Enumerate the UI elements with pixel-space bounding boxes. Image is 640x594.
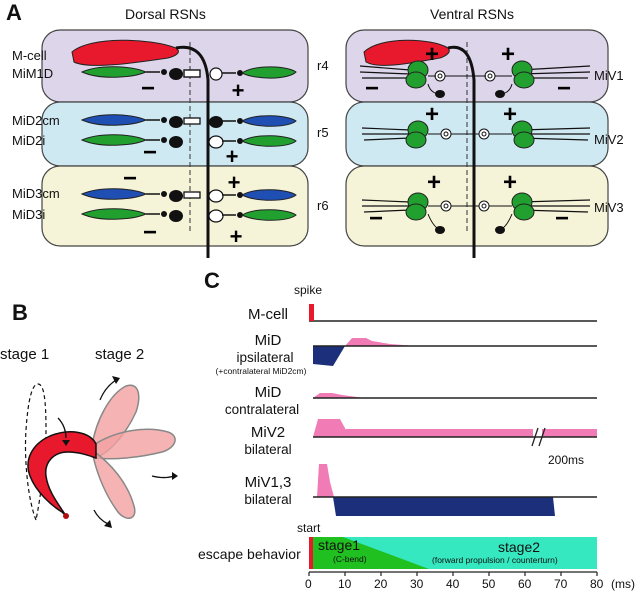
label-r4: r4 [317, 58, 329, 73]
svg-text:−: − [365, 75, 379, 102]
tick-30: 30 [410, 577, 424, 591]
panel-b-letter: B [12, 300, 28, 325]
mcell-left [71, 39, 179, 66]
tick-60: 60 [518, 577, 532, 591]
stage1-bar-label: stage1 [318, 537, 361, 553]
mcell-spike [309, 304, 314, 321]
mcell-right [363, 39, 450, 66]
fish-illustration [24, 376, 178, 528]
axis-unit: (ms) [611, 577, 635, 591]
svg-text:+: + [232, 78, 245, 103]
start-marker [309, 537, 313, 569]
svg-text:+: + [501, 41, 515, 68]
panel-c-letter: C [204, 268, 220, 293]
mid-ipsi-inhibit [313, 346, 345, 366]
label-mid2i: MiD2i [12, 133, 46, 148]
row-mid-ipsi-note: (+contralateral MiD2cm) [215, 366, 307, 376]
stage1-label: stage 1 [0, 346, 50, 363]
miv13-excite [317, 464, 334, 497]
tick-40: 40 [446, 577, 460, 591]
label-miv3: MiV3 [594, 200, 624, 215]
row-mid-ipsi-sub: ipsilateral [236, 350, 294, 365]
spike-label: spike [294, 283, 323, 297]
row-miv2-title: MiV2 [250, 424, 286, 441]
fish-stage2-c [90, 448, 136, 519]
svg-text:+: + [230, 224, 243, 249]
miv13-inhibit [333, 497, 555, 516]
label-miv1: MiV1 [594, 68, 624, 83]
svg-text:−: − [557, 75, 571, 102]
panel-a-diagram: − + − + − + − + + + − − [41, 29, 609, 258]
stage1-bar [313, 537, 429, 569]
label-mim1d: MiM1D [12, 66, 54, 81]
label-mcell: M-cell [12, 48, 47, 63]
label-r6: r6 [317, 198, 329, 213]
svg-text:−: − [555, 205, 569, 232]
row-miv13-sub: bilateral [244, 492, 292, 507]
tick-70: 70 [554, 577, 568, 591]
svg-text:+: + [503, 101, 517, 128]
svg-text:−: − [369, 205, 383, 232]
svg-text:−: − [143, 139, 157, 166]
stage2-bar-label: stage2 [498, 539, 541, 555]
break-label: 200ms [548, 453, 585, 467]
svg-text:+: + [226, 144, 239, 169]
svg-text:+: + [228, 170, 241, 195]
tick-0: 0 [305, 577, 312, 591]
tick-50: 50 [482, 577, 496, 591]
r6-box-left [41, 165, 309, 247]
tick-80: 80 [590, 577, 604, 591]
miv2-excite [313, 419, 346, 437]
label-miv2: MiV2 [594, 132, 624, 147]
panel-a-letter: A [6, 0, 22, 25]
svg-text:+: + [425, 101, 439, 128]
stage2-label: stage 2 [95, 346, 145, 363]
label-mid3cm: MiD3cm [12, 186, 60, 201]
mid-contra-excite [313, 393, 365, 398]
axis-break [531, 427, 546, 447]
svg-text:+: + [425, 41, 439, 68]
tick-20: 20 [374, 577, 388, 591]
ventral-rsns-title: Ventral RSNs [430, 6, 515, 22]
stage2-bar-sublabel: (forward propulsion / counterturn) [432, 555, 558, 565]
label-mid2cm: MiD2cm [12, 113, 60, 128]
tick-10: 10 [338, 577, 352, 591]
label-r5: r5 [317, 125, 329, 140]
row-mid-contra-sub: contralateral [224, 402, 300, 417]
row-mcell-label: M-cell [248, 306, 288, 323]
dorsal-rsns-title: Dorsal RSNs [125, 6, 206, 22]
start-label: start [297, 521, 321, 535]
stage1-bar-sublabel: (C-bend) [333, 554, 367, 564]
escape-behavior-label: escape behavior [198, 546, 301, 562]
svg-text:+: + [503, 169, 517, 196]
fish-stage2-b [91, 428, 176, 460]
svg-text:−: − [141, 75, 155, 102]
label-mid3i: MiD3i [12, 207, 46, 222]
row-mid-ipsi-title: MiD [254, 332, 282, 349]
row-miv2-sub: bilateral [244, 442, 292, 457]
row-mid-contra-title: MiD [254, 384, 282, 401]
svg-text:−: − [123, 165, 137, 192]
mid-ipsi-excite [345, 338, 416, 346]
svg-text:−: − [143, 219, 157, 246]
svg-text:+: + [427, 169, 441, 196]
row-miv13-title: MiV1,3 [244, 474, 292, 491]
